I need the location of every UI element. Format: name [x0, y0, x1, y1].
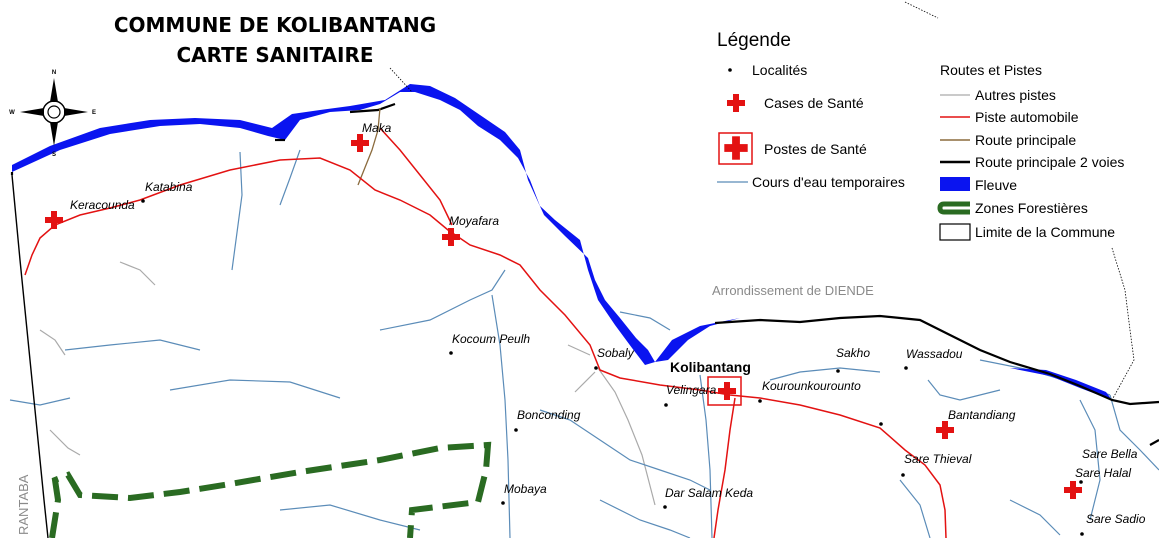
health-hut-icon	[442, 228, 460, 246]
legend-autres-pistes: Autres pistes	[975, 87, 1056, 103]
commune-limit-top	[904, 1, 939, 19]
place-sare-bella: Sare Bella	[1082, 447, 1138, 461]
river	[12, 84, 655, 365]
legend-postes: Postes de Santé	[764, 141, 867, 157]
locality-dots	[141, 199, 1084, 536]
place-sare-halal: Sare Halal	[1075, 466, 1131, 480]
legend-route-2voies: Route principale 2 voies	[975, 154, 1124, 170]
legend-zones-forestieres: Zones Forestières	[975, 200, 1088, 216]
legend-localites: Localités	[752, 62, 807, 78]
legend-fleuve: Fleuve	[975, 177, 1017, 193]
motor-tracks	[24, 127, 947, 538]
map-title-line2: CARTE SANITAIRE	[176, 43, 373, 67]
place-dar-salam-keda: Dar Salam Keda	[665, 486, 753, 500]
legend-health-hut-icon	[727, 94, 745, 112]
compass-south: S	[52, 152, 56, 158]
place-bonconding: Bonconding	[517, 408, 581, 422]
legend-routes-heading: Routes et Pistes	[940, 62, 1042, 78]
compass-north: N	[52, 70, 56, 76]
place-kourounkourounto: Kourounkourounto	[762, 379, 861, 393]
commune-limit-east	[1111, 247, 1135, 401]
place-sare-thieval: Sare Thieval	[904, 452, 972, 466]
health-hut-icon	[1064, 481, 1082, 499]
river-east	[655, 318, 740, 362]
place-kolibantang: Kolibantang	[670, 359, 751, 375]
compass-west: W	[9, 110, 15, 116]
place-sakho: Sakho	[836, 346, 870, 360]
area-west-label: RANTABA	[16, 474, 31, 535]
place-velingara: Velingara	[666, 383, 717, 397]
legend-limite: Limite de la Commune	[975, 224, 1115, 240]
legend-health-post-icon	[718, 132, 753, 165]
legend-heading: Légende	[717, 30, 791, 51]
compass-east: E	[92, 110, 96, 116]
temporary-streams	[9, 149, 1159, 538]
place-keracounda: Keracounda	[70, 198, 135, 212]
other-tracks	[39, 261, 656, 506]
area-diende-label: Arrondissement de DIENDE	[712, 283, 874, 298]
health-hut-icon	[45, 211, 63, 229]
health-hut-icon	[936, 421, 954, 439]
forest-zone	[49, 441, 492, 538]
legend-route-principale: Route principale	[975, 132, 1076, 148]
legend-piste-auto: Piste automobile	[975, 109, 1079, 125]
place-sobaly: Sobaly	[597, 346, 635, 360]
place-maka: Maka	[362, 121, 392, 135]
map-title-line1: COMMUNE DE KOLIBANTANG	[114, 13, 436, 37]
commune-limit	[11, 174, 49, 538]
health-hut-icon	[351, 134, 369, 152]
river-east-2	[1010, 368, 1112, 400]
legend: Légende Localités Cases de Santé Postes …	[717, 30, 1124, 241]
legend-cours-eau: Cours d'eau temporaires	[752, 174, 905, 190]
place-sare-sadio: Sare Sadio	[1086, 512, 1146, 526]
compass-rose-icon: N S E W	[9, 70, 96, 158]
main-road	[357, 107, 381, 186]
main-road-2lanes	[10, 102, 1159, 446]
place-kocoum-peulh: Kocoum Peulh	[452, 332, 530, 346]
place-wassadou: Wassadou	[906, 347, 963, 361]
title-leader	[389, 67, 413, 93]
place-moyafara: Moyafara	[449, 214, 499, 228]
legend-cases: Cases de Santé	[764, 95, 864, 111]
place-katabina: Katabina	[145, 180, 193, 194]
health-post-icon	[707, 376, 742, 406]
place-mobaya: Mobaya	[504, 482, 547, 496]
place-bantandiang: Bantandiang	[948, 408, 1016, 422]
